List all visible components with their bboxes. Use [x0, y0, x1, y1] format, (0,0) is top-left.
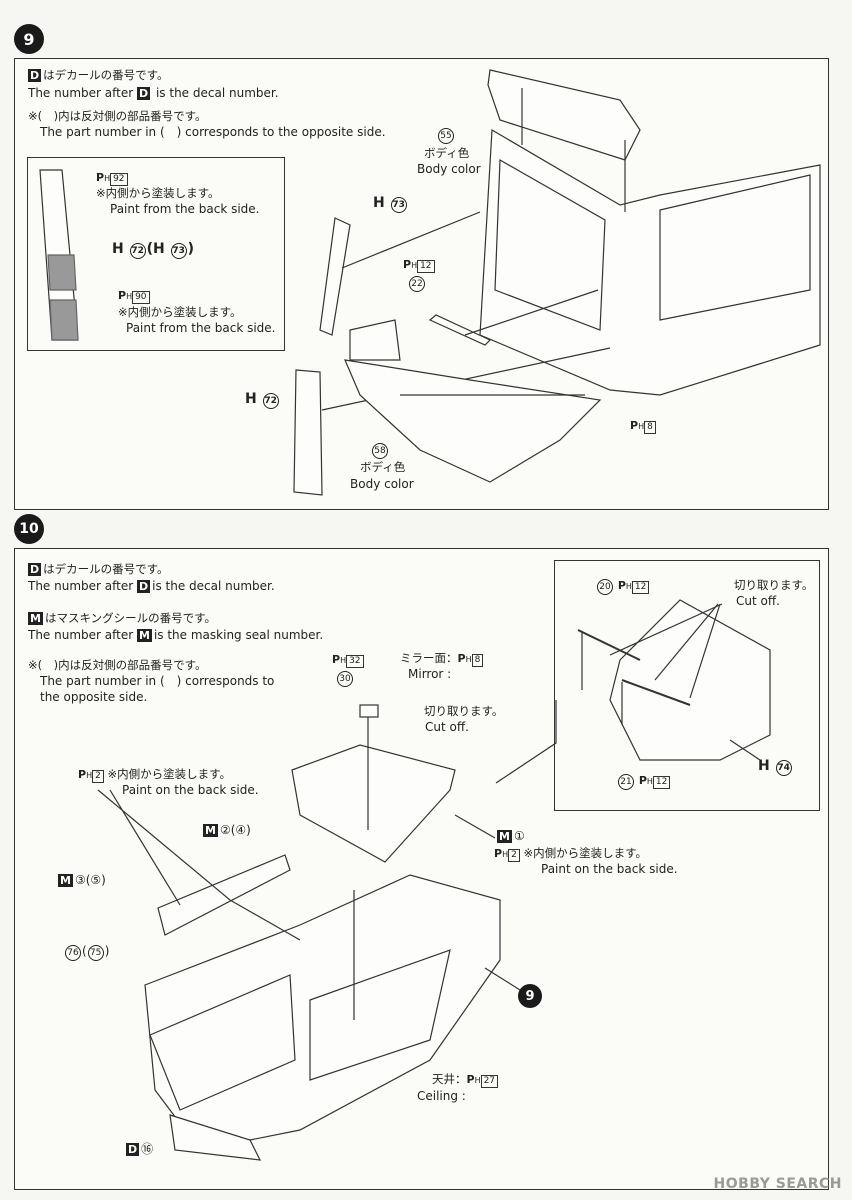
- step9-decal-note-en: The number after D is the decal number.: [28, 86, 279, 100]
- right-paint-note-en: Paint on the back side.: [541, 862, 678, 876]
- watermark: HOBBY SEARCH: [713, 1176, 842, 1192]
- step-9-badge: 9: [14, 24, 44, 54]
- inset-cut-ja: 切り取ります。: [734, 578, 814, 592]
- ceiling-label-en: Ceiling :: [417, 1089, 466, 1103]
- part-55-body-color-ja: ボディ色: [424, 146, 470, 160]
- step10-opposite-note-en1: The part number in ( ) corresponds to: [40, 674, 275, 688]
- step9-opposite-note-ja: ※( )内は反対側の部品番号です。: [28, 109, 207, 123]
- cut-off-label-ja: 切り取ります。: [424, 704, 504, 718]
- part-55-callout: 55: [437, 127, 455, 144]
- step9-inset-paint2-ja: ※内側から塗装します。: [118, 305, 242, 319]
- step-10-badge: 10: [14, 514, 44, 544]
- step10-opposite-note-ja: ※( )内は反対側の部品番号です。: [28, 658, 207, 672]
- part-58-body-color-en: Body color: [350, 477, 414, 491]
- part-22-callout: 22: [408, 275, 426, 292]
- part-30-callout: 30: [336, 670, 354, 687]
- part-58-callout: 58: [371, 442, 389, 459]
- step-9-reference-badge: 9: [518, 984, 542, 1008]
- part-58-body-color-ja: ボディ色: [360, 460, 406, 474]
- part-76-75-callout: 76(75): [64, 944, 109, 961]
- step10-opposite-note-en2: the opposite side.: [40, 690, 148, 704]
- left-paint-note-en: Paint on the back side.: [122, 783, 259, 797]
- step9-opposite-note-en: The part number in ( ) corresponds to th…: [40, 125, 386, 139]
- mirror-label-en: Mirror :: [408, 667, 452, 681]
- inset-cut-en: Cut off.: [736, 594, 780, 608]
- part-h73-callout: H 73: [373, 195, 407, 213]
- step9-inset-paint2-en: Paint from the back side.: [126, 321, 276, 335]
- step9-inset-paint1-ja: ※内側から塗装します。: [96, 186, 220, 200]
- part-h72-callout: H 72: [245, 391, 279, 409]
- step9-inset-paint1-en: Paint from the back side.: [110, 202, 260, 216]
- cut-off-label-en: Cut off.: [425, 720, 469, 734]
- step9-inset-part: H 72(H 73): [112, 241, 194, 259]
- inset-h74: H 74: [758, 758, 792, 776]
- part-55-body-color-en: Body color: [417, 162, 481, 176]
